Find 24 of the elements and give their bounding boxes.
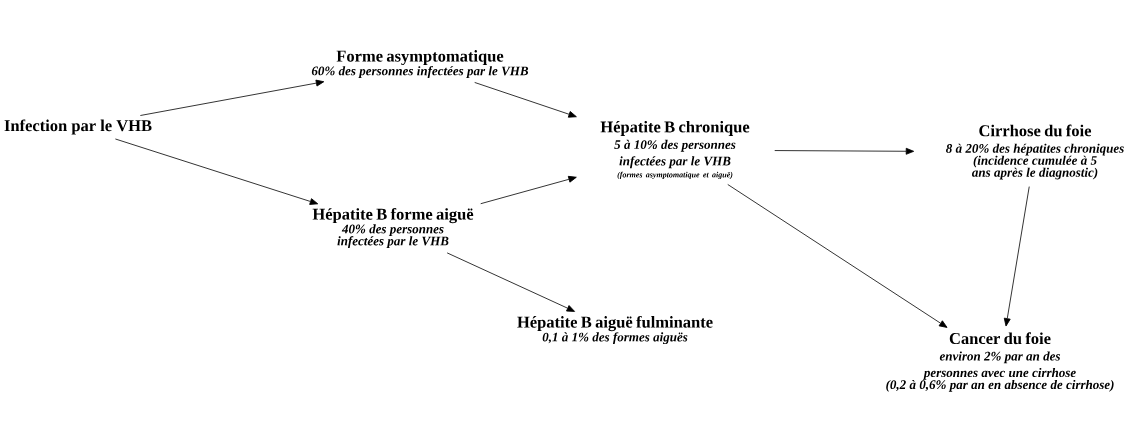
node-heading: Hépatite B aiguë fulminante bbox=[517, 315, 713, 332]
arrow bbox=[1003, 186, 1030, 327]
node-heading: Forme asymptomatique bbox=[336, 50, 504, 66]
node-heading: Hépatite B forme aiguë bbox=[312, 207, 474, 224]
node-note: (formes asymptomatique et aiguë) bbox=[617, 171, 733, 180]
node-description: 0,1 à 1% des formes aiguës bbox=[542, 332, 688, 345]
arrow bbox=[774, 147, 915, 155]
arrow bbox=[446, 252, 575, 312]
node-description: 40% des personnes infectées par le VHB bbox=[337, 224, 449, 248]
node-description: 8 à 20% des hépatites chroniques bbox=[946, 143, 1124, 156]
arrow bbox=[139, 79, 325, 116]
node-note: (0,2 à 0,6% par an en absence de cirrhose) bbox=[886, 379, 1114, 392]
arrow bbox=[480, 175, 577, 205]
node-description: environ 2% par an des personnes avec une cirrhose bbox=[922, 351, 1076, 380]
arrow bbox=[474, 82, 577, 118]
node-note: (incidence cumulée à 5 ans après le diagnostic) bbox=[972, 155, 1098, 180]
arrow bbox=[727, 184, 948, 328]
arrow bbox=[114, 138, 319, 205]
node-heading: Cirrhose du foie bbox=[979, 124, 1092, 137]
node-heading: Infection par le VHB bbox=[4, 119, 152, 135]
node-heading: Cancer du foie bbox=[949, 332, 1051, 345]
node-description: 60% des personnes infectées par le VHB bbox=[311, 66, 529, 78]
node-heading: Hépatite B chronique bbox=[600, 120, 750, 136]
node-description: 5 à 10% des personnes infectées par le VHB bbox=[614, 139, 736, 169]
